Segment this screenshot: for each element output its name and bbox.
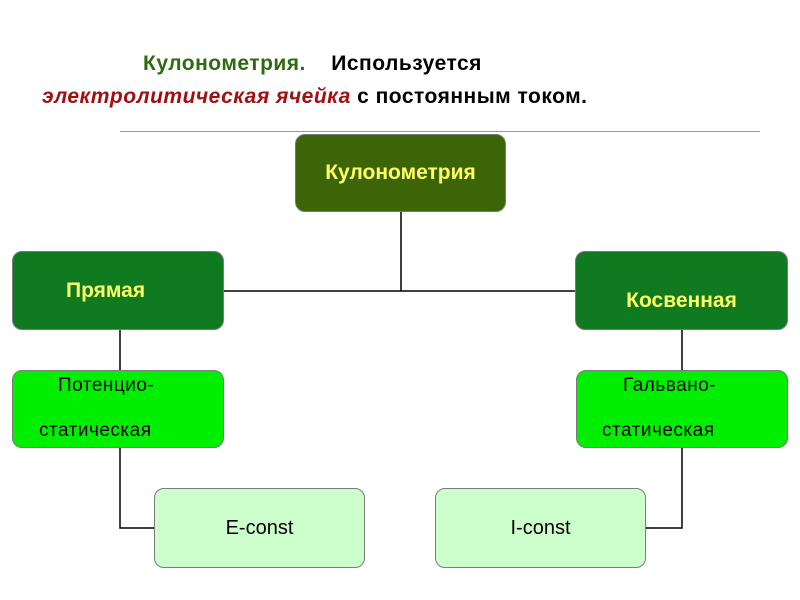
node-direct-label: Прямая [66, 278, 146, 302]
title-line-2: электролитическая ячейка с постоянным то… [42, 85, 588, 109]
node-potentiostatic-line2: статическая [39, 420, 152, 441]
node-e-const-label: E-const [225, 516, 294, 539]
node-potentiostatic: Потенцио- статическая [12, 370, 224, 448]
title-term: Кулонометрия. [143, 52, 306, 75]
node-coulometry-label: Кулонометрия [325, 161, 476, 184]
title-line-1: Кулонометрия. Используется [143, 52, 482, 76]
title-highlight: электролитическая ячейка [42, 85, 351, 108]
connector-left-to-econst [119, 448, 154, 529]
node-potentiostatic-line1: Потенцио- [58, 375, 155, 396]
node-galvanostatic-line1: Гальвано- [623, 375, 717, 396]
node-indirect: Косвенная [575, 251, 788, 330]
node-indirect-label: Косвенная [626, 288, 737, 312]
connector-right-to-iconst [646, 448, 683, 529]
node-galvanostatic-line2: статическая [602, 420, 715, 441]
title-divider [120, 131, 760, 132]
node-direct: Прямая [12, 251, 224, 330]
node-coulometry: Кулонометрия [295, 134, 506, 212]
title-rest: с постоянным током. [357, 85, 588, 108]
node-galvanostatic: Гальвано- статическая [576, 370, 788, 448]
title-verb: Используется [331, 52, 482, 75]
node-e-const: E-const [154, 488, 365, 568]
node-i-const-label: I-const [510, 516, 571, 539]
node-i-const: I-const [435, 488, 646, 568]
